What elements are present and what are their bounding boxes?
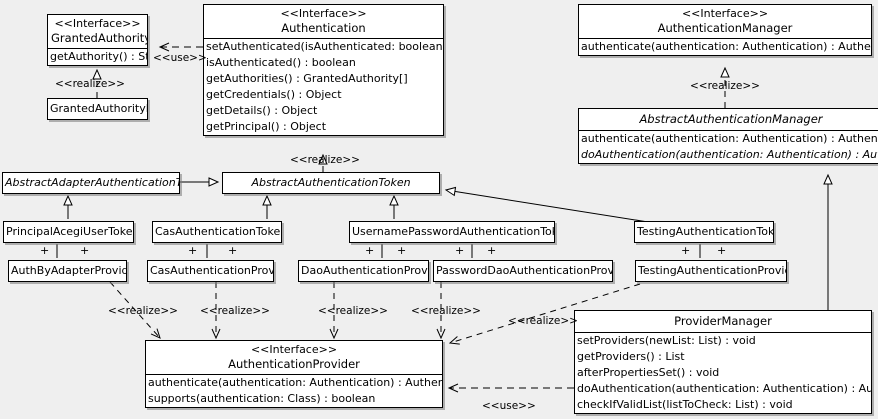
class-authentication-provider[interactable]: <<Interface>> AuthenticationProvider aut… (145, 340, 443, 409)
class-name: AuthByAdapterProvider (11, 264, 126, 277)
association-marker: + (455, 244, 465, 257)
edge-label-realize-abstract-token: <<realize>> (290, 154, 360, 166)
method-row: authenticate(authentication: Authenticat… (581, 132, 878, 146)
method-row: getPrincipal() : Object (206, 120, 327, 134)
class-dao-authentication-provider[interactable]: DaoAuthenticationProvider (298, 260, 429, 282)
class-cas-authentication-provider[interactable]: CasAuthenticationProvider (147, 260, 274, 282)
methods-compartment: setAuthenticated(isAuthenticated: boolea… (204, 38, 443, 135)
class-name: TestingAuthenticationProvider (638, 264, 786, 277)
edge-label-use-granted-authority: <<use>> (153, 52, 207, 64)
association-marker: + (40, 244, 50, 257)
class-header: AbstractAuthenticationManager (579, 109, 878, 130)
class-name: TestingAuthenticationToken (637, 225, 773, 238)
class-header: <<Interface>> Authentication (204, 5, 443, 38)
method-row: afterPropertiesSet() : void (577, 366, 720, 380)
method-row: supports(authentication: Class) : boolea… (148, 392, 376, 406)
method-row: getAuthority() : String (50, 50, 147, 64)
method-row: setProviders(newList: List) : void (577, 334, 756, 348)
edge-label-realize-password-dao-provider: <<realize>> (411, 305, 481, 317)
class-provider-manager[interactable]: ProviderManager setProviders(newList: Li… (574, 310, 872, 415)
method-row: doAuthentication(authentication: Authent… (577, 382, 871, 396)
class-username-password-authentication-token[interactable]: UsernamePasswordAuthenticationToken (349, 221, 555, 243)
edge-label-realize-auth-by-adapter-provider: <<realize>> (108, 305, 178, 317)
class-abstract-authentication-manager[interactable]: AbstractAuthenticationManager authentica… (578, 108, 878, 165)
association-marker: + (228, 244, 238, 257)
methods-compartment: setProviders(newList: List) : void getPr… (575, 332, 871, 413)
class-header: <<Interface>> GrantedAuthority (48, 15, 147, 48)
stereotype-label: <<Interface>> (280, 7, 367, 20)
class-name: UsernamePasswordAuthenticationToken (352, 225, 554, 238)
class-testing-authentication-token[interactable]: TestingAuthenticationToken (634, 221, 774, 243)
method-row: getProviders() : List (577, 350, 685, 364)
method-row: checkIfValidList(listToCheck: List) : vo… (577, 398, 793, 412)
association-marker: + (681, 244, 691, 257)
methods-compartment: authenticate(authentication: Authenticat… (146, 374, 442, 407)
class-name: PrincipalAcegiUserToken (6, 225, 133, 238)
class-authentication[interactable]: <<Interface>> Authentication setAuthenti… (203, 4, 444, 137)
class-name: AbstractAuthenticationToken (251, 176, 411, 189)
class-name: PasswordDaoAuthenticationProvider (436, 264, 612, 277)
class-header: ProviderManager (575, 311, 871, 332)
association-marker: + (365, 244, 375, 257)
class-name: CasAuthenticationProvider (150, 264, 273, 277)
stereotype-label: <<Interface>> (54, 17, 141, 30)
class-abstract-authentication-token[interactable]: AbstractAuthenticationToken (222, 172, 440, 194)
association-marker: + (487, 244, 497, 257)
class-name: CasAuthenticationToken (155, 225, 281, 238)
class-granted-authority-impl[interactable]: GrantedAuthorityImpl (47, 98, 148, 120)
method-row: authenticate(authentication: Authenticat… (581, 40, 871, 54)
class-name: AuthenticationProvider (228, 356, 360, 371)
method-row: getDetails() : Object (206, 104, 318, 118)
stereotype-label: <<Interface>> (250, 343, 338, 356)
class-name: GrantedAuthorityImpl (50, 102, 147, 115)
edge-label-realize-dao-provider: <<realize>> (318, 305, 388, 317)
class-authentication-manager[interactable]: <<Interface>> AuthenticationManager auth… (578, 4, 872, 57)
class-name: AuthenticationManager (657, 20, 793, 35)
association-marker: + (717, 244, 727, 257)
class-header: <<Interface>> AuthenticationManager (579, 5, 871, 38)
edge-label-realize-granted-authority-impl: <<realize>> (55, 78, 125, 90)
class-auth-by-adapter-provider[interactable]: AuthByAdapterProvider (8, 260, 127, 282)
method-row: setAuthenticated(isAuthenticated: boolea… (206, 40, 443, 54)
edge-label-realize-cas-provider: <<realize>> (200, 305, 270, 317)
methods-compartment: authenticate(authentication: Authenticat… (579, 38, 871, 55)
class-granted-authority[interactable]: <<Interface>> GrantedAuthority getAuthor… (47, 14, 148, 67)
methods-compartment: authenticate(authentication: Authenticat… (579, 130, 878, 163)
class-name: AbstractAuthenticationManager (639, 112, 823, 126)
edge-label-realize-testing-provider: <<realize>> (508, 315, 578, 327)
association-marker: + (188, 244, 198, 257)
methods-compartment: getAuthority() : String (48, 48, 147, 65)
class-testing-authentication-provider[interactable]: TestingAuthenticationProvider (635, 260, 787, 282)
method-row: isAuthenticated() : boolean (206, 56, 356, 70)
stereotype-label: <<Interface>> (681, 7, 769, 20)
class-header: <<Interface>> AuthenticationProvider (146, 341, 442, 374)
class-principal-acegi-user-token[interactable]: PrincipalAcegiUserToken (3, 221, 134, 243)
class-name: DaoAuthenticationProvider (301, 264, 428, 277)
method-row: doAuthentication(authentication: Authent… (581, 148, 878, 162)
method-row: getAuthorities() : GrantedAuthority[] (206, 72, 408, 86)
class-name: ProviderManager (674, 314, 772, 328)
edge-label-use-provider-manager: <<use>> (482, 400, 536, 412)
class-abstract-adapter-authentication-token[interactable]: AbstractAdapterAuthenticationToken (2, 172, 180, 194)
method-row: getCredentials() : Object (206, 88, 342, 102)
association-marker: + (80, 244, 90, 257)
class-name: AbstractAdapterAuthenticationToken (5, 176, 179, 189)
class-name: Authentication (281, 20, 366, 35)
class-name: GrantedAuthority (51, 30, 148, 45)
association-marker: + (397, 244, 407, 257)
class-password-dao-authentication-provider[interactable]: PasswordDaoAuthenticationProvider (433, 260, 613, 282)
edge-label-realize-abstract-auth-manager: <<realize>> (690, 80, 760, 92)
method-row: authenticate(authentication: Authenticat… (148, 376, 442, 390)
class-cas-authentication-token[interactable]: CasAuthenticationToken (152, 221, 282, 243)
